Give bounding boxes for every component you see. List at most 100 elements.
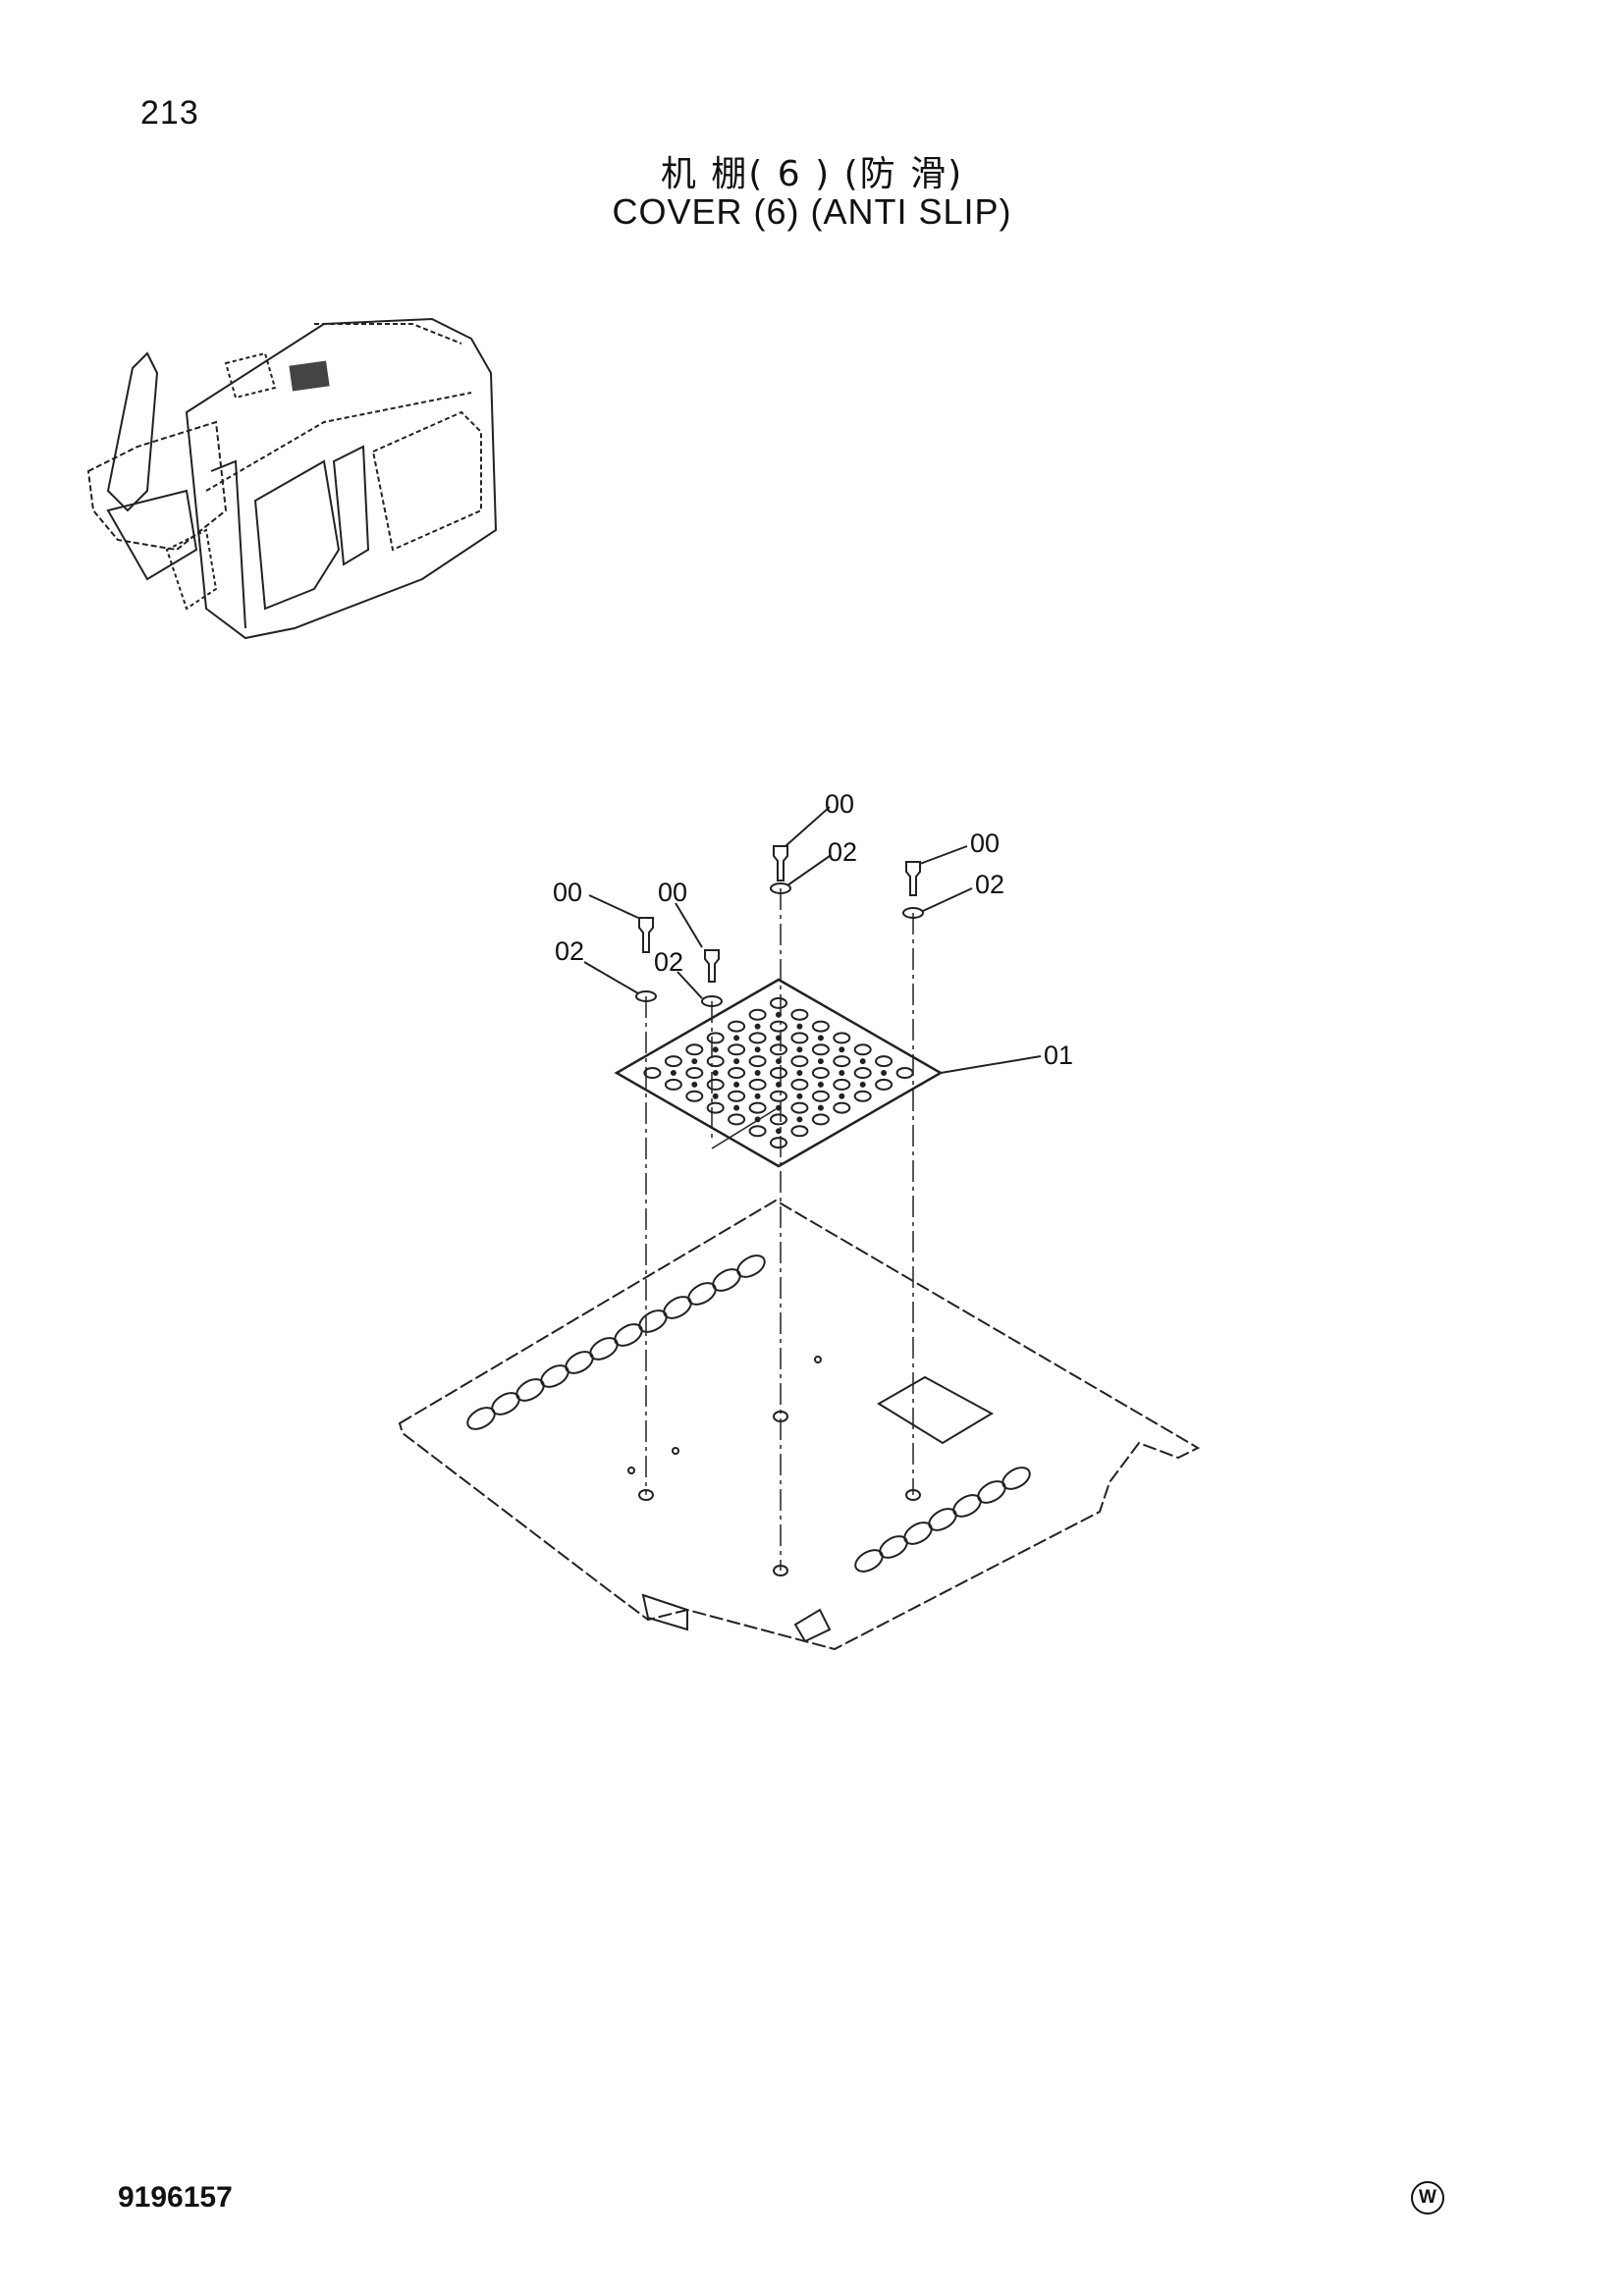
plate-stud <box>790 1101 809 1114</box>
plate-stud <box>853 1090 872 1102</box>
plate-stud <box>853 1043 872 1056</box>
plate-stud <box>748 1032 767 1044</box>
document-number: 9196157 <box>118 2181 233 2214</box>
callout-bolt-right: 00 <box>970 828 1000 858</box>
plate-stud <box>748 1008 767 1021</box>
page-number: 213 <box>140 94 199 132</box>
plate-stud <box>790 1008 809 1021</box>
plate-stud <box>770 1090 787 1102</box>
plate-stud <box>770 1043 787 1056</box>
maker-mark-icon: W <box>1411 2181 1444 2215</box>
plate-stud <box>875 1055 893 1068</box>
plate-stud <box>790 1078 809 1091</box>
plate-dot <box>733 1081 740 1088</box>
plate-dot <box>796 1023 803 1030</box>
plate-stud <box>685 1090 704 1102</box>
plate-stud <box>875 1078 893 1091</box>
plate-stud <box>706 1101 725 1114</box>
slot-row-lower <box>854 1467 1031 1573</box>
plate-stud <box>790 1032 809 1044</box>
plate-stud <box>664 1078 682 1091</box>
plate-dot <box>691 1081 698 1088</box>
callout-bolt-inner: 00 <box>658 878 687 907</box>
plate-stud <box>706 1078 725 1091</box>
plate-stud <box>664 1055 682 1068</box>
plate-stud <box>833 1101 851 1114</box>
plate-dot <box>754 1046 761 1053</box>
callout-washer-center: 02 <box>828 837 857 867</box>
page-title-chinese: 机 棚( 6 ) (防 滑) <box>660 154 964 194</box>
plate-dot <box>817 1081 824 1088</box>
plate-dot <box>796 1070 803 1076</box>
plate-stud <box>706 1032 725 1044</box>
plate-stud <box>706 1055 725 1068</box>
plate-dot <box>754 1023 761 1030</box>
plate-dot <box>817 1035 824 1041</box>
plate-stud <box>833 1078 851 1091</box>
plate-stud <box>728 1067 746 1079</box>
plate-dot <box>733 1104 740 1111</box>
plate-stud <box>770 1067 787 1079</box>
plate-stud <box>748 1055 767 1068</box>
plate-dot <box>712 1070 719 1076</box>
plate-stud <box>895 1067 914 1079</box>
plate-dot <box>839 1093 845 1099</box>
plate-dot <box>712 1093 719 1099</box>
page-title-english: COVER (6) (ANTI SLIP) <box>612 191 1012 232</box>
plate-stud <box>643 1067 662 1079</box>
plate-dot <box>796 1093 803 1099</box>
callout-washer-right: 02 <box>975 870 1004 899</box>
plate-stud <box>685 1067 704 1079</box>
plate-stud <box>685 1043 704 1056</box>
plate-dot <box>691 1058 698 1065</box>
plate-stud <box>748 1078 767 1091</box>
floor-panel <box>398 1199 1201 1651</box>
plate-dot <box>796 1116 803 1123</box>
plate-stud <box>853 1067 872 1079</box>
callout-anti-slip-plate: 01 <box>1044 1041 1073 1070</box>
plate-stud <box>770 996 787 1009</box>
callout-bolt-center: 00 <box>825 789 854 819</box>
machine-overview-sketch <box>86 317 498 640</box>
plate-dot <box>817 1058 824 1065</box>
fasteners <box>583 806 1042 1571</box>
plate-stud <box>811 1090 830 1102</box>
plate-stud <box>833 1055 851 1068</box>
plate-dot <box>839 1046 845 1053</box>
plate-stud <box>770 1020 787 1033</box>
plate-dot <box>754 1093 761 1099</box>
callout-washer-inner: 02 <box>654 947 683 977</box>
callout-washer-left: 02 <box>555 936 584 966</box>
plate-dot <box>839 1070 845 1076</box>
plate-stud <box>790 1125 809 1138</box>
callout-bolt-left: 00 <box>553 878 582 907</box>
plate-stud <box>728 1090 746 1102</box>
anti-slip-location-highlight <box>289 360 330 392</box>
plate-stud <box>748 1125 767 1138</box>
plate-stud <box>770 1137 787 1149</box>
plate-dot <box>859 1081 866 1088</box>
plate-stud <box>728 1020 746 1033</box>
plate-dot <box>881 1070 888 1076</box>
plate-stud <box>811 1020 830 1033</box>
plate-stud <box>728 1113 746 1126</box>
plate-stud <box>770 1113 787 1126</box>
anti-slip-plate <box>614 978 944 1168</box>
plate-dot <box>712 1046 719 1053</box>
plate-stud <box>811 1113 830 1126</box>
plate-dot <box>817 1104 824 1111</box>
plate-dot <box>776 1128 782 1135</box>
plate-dot <box>733 1058 740 1065</box>
plate-dot <box>670 1070 677 1076</box>
plate-stud <box>811 1067 830 1079</box>
plate-dot <box>776 1058 782 1065</box>
plate-dot <box>754 1116 761 1123</box>
plate-dot <box>754 1070 761 1076</box>
plate-stud <box>790 1055 809 1068</box>
plate-dot <box>733 1035 740 1041</box>
plate-stud <box>833 1032 851 1044</box>
plate-dot <box>796 1046 803 1053</box>
plate-dot <box>859 1058 866 1065</box>
plate-stud <box>728 1043 746 1056</box>
